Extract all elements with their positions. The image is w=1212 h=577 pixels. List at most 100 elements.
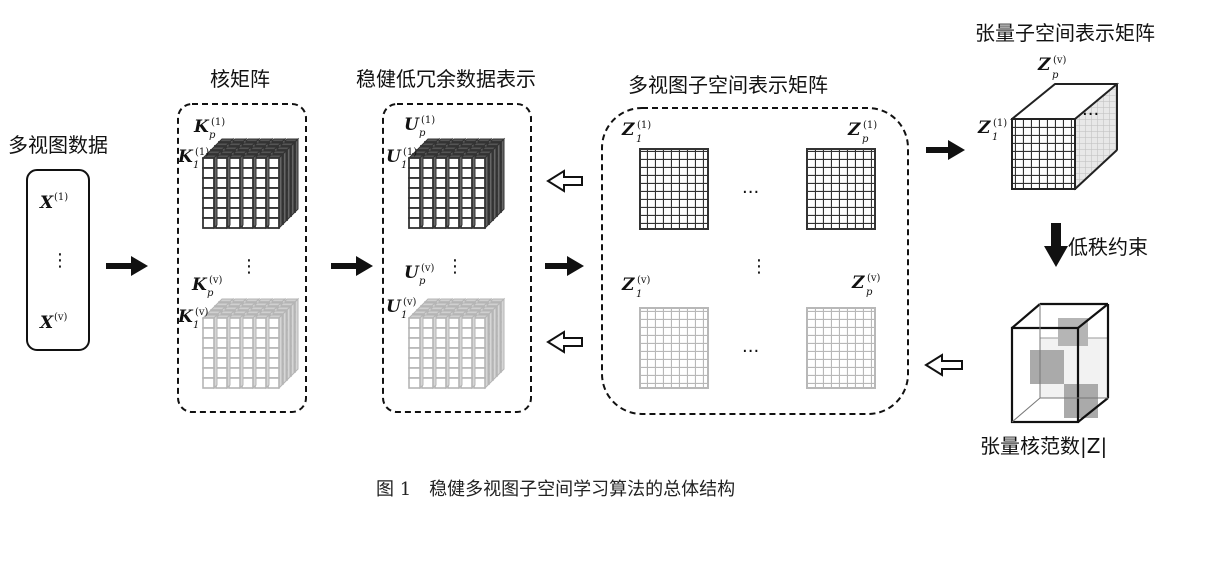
arrow-to-representation bbox=[331, 256, 373, 276]
svg-text:p: p bbox=[209, 130, 216, 141]
low-redundancy-label: 稳健低冗余数据表示 bbox=[356, 67, 536, 91]
svg-text:(v): (v) bbox=[1053, 55, 1067, 66]
svg-text:(1): (1) bbox=[403, 147, 417, 158]
tensor-norm-label: 张量核范数|Z| bbox=[980, 434, 1107, 458]
k11-symbol: K (1) 1 bbox=[177, 147, 209, 171]
zv1-matrix bbox=[639, 307, 709, 389]
hollow-arrow-back-top bbox=[546, 169, 583, 193]
low-rank-label: 低秩约束 bbox=[1068, 235, 1148, 259]
svg-text:(1): (1) bbox=[211, 117, 225, 128]
svg-text:U: U bbox=[404, 263, 420, 283]
input-data-label: 多视图数据 bbox=[8, 133, 108, 157]
norm-cube bbox=[1010, 302, 1110, 424]
svg-text:1: 1 bbox=[992, 132, 998, 143]
representation-stack-light bbox=[407, 297, 506, 390]
svg-text:(v): (v) bbox=[195, 307, 209, 318]
svg-text:(1): (1) bbox=[637, 120, 651, 131]
svg-text:p: p bbox=[419, 276, 426, 287]
svg-text:(v): (v) bbox=[637, 275, 651, 286]
zvp-symbol: Z (v) p bbox=[851, 273, 881, 298]
svg-text:U: U bbox=[404, 115, 420, 135]
svg-text:1: 1 bbox=[193, 320, 199, 331]
svg-text:(v): (v) bbox=[209, 275, 223, 286]
z1p-symbol: Z (1) p bbox=[847, 120, 877, 145]
low-redundancy-box bbox=[382, 103, 532, 413]
x1-symbol: X (1) bbox=[39, 192, 68, 213]
svg-text:Z: Z bbox=[621, 120, 635, 140]
tensor-matrix-label: 张量子空间表示矩阵 bbox=[975, 21, 1155, 45]
arrow-to-kernel bbox=[106, 256, 148, 276]
svg-text:p: p bbox=[1052, 70, 1059, 81]
input-vdots: ⋮ bbox=[51, 250, 69, 271]
svg-text:p: p bbox=[207, 288, 214, 299]
svg-text:K: K bbox=[177, 147, 194, 167]
zvp-matrix bbox=[806, 307, 876, 389]
svg-text:Z: Z bbox=[621, 275, 635, 295]
svg-text:K: K bbox=[191, 275, 208, 295]
subspace-matrix-label: 多视图子空间表示矩阵 bbox=[628, 73, 828, 97]
svg-text:1: 1 bbox=[401, 310, 407, 321]
subspace-hdots-top: ··· bbox=[742, 182, 759, 203]
svg-text:U: U bbox=[386, 147, 402, 167]
z1p-matrix bbox=[806, 148, 876, 230]
u11-symbol: U (1) 1 bbox=[386, 147, 417, 171]
figure-caption: 图 1 稳健多视图子空间学习算法的总体结构 bbox=[376, 479, 735, 500]
svg-text:(1): (1) bbox=[195, 147, 209, 158]
svg-text:(1): (1) bbox=[993, 118, 1007, 129]
hollow-arrow-from-norm bbox=[924, 353, 963, 377]
kv1-symbol: K (v) 1 bbox=[177, 307, 209, 331]
xv-symbol: X (v) bbox=[39, 312, 68, 333]
representation-vdots: ⋮ bbox=[446, 256, 464, 277]
z11-symbol: Z (1) 1 bbox=[621, 120, 651, 145]
kernel-stack-light bbox=[201, 297, 300, 390]
subspace-matrix-box bbox=[601, 107, 909, 415]
hollow-arrow-back-bottom bbox=[546, 330, 583, 354]
svg-text:(1): (1) bbox=[54, 192, 68, 203]
arrow-to-tensor bbox=[926, 140, 965, 160]
z11-matrix bbox=[639, 148, 709, 230]
arrow-low-rank bbox=[1044, 223, 1068, 267]
zv1-symbol: Z (v) 1 bbox=[621, 275, 651, 300]
svg-text:(1): (1) bbox=[863, 120, 877, 131]
svg-text:(v): (v) bbox=[421, 263, 435, 274]
kernel-matrix-label: 核矩阵 bbox=[210, 67, 270, 91]
svg-text:Z: Z bbox=[851, 273, 865, 293]
svg-text:K: K bbox=[193, 117, 210, 137]
arrow-to-subspace bbox=[545, 256, 584, 276]
tensor-cube bbox=[1009, 82, 1120, 191]
svg-text:1: 1 bbox=[636, 289, 642, 300]
svg-text:p: p bbox=[866, 287, 873, 298]
uvp-symbol: U (v) p bbox=[404, 263, 435, 287]
svg-text:Z: Z bbox=[977, 118, 991, 138]
input-data-box bbox=[26, 169, 90, 351]
u1p-symbol: U (1) p bbox=[404, 115, 435, 139]
svg-text:1: 1 bbox=[636, 134, 642, 145]
svg-text:p: p bbox=[862, 134, 869, 145]
kernel-matrix-box bbox=[177, 103, 307, 413]
svg-text:(v): (v) bbox=[403, 297, 417, 308]
kernel-stack-dark bbox=[201, 137, 300, 230]
svg-text:p: p bbox=[419, 128, 426, 139]
svg-text:(v): (v) bbox=[54, 312, 68, 323]
kernel-vdots: ⋮ bbox=[240, 256, 258, 277]
subspace-hdots-bottom: ··· bbox=[742, 341, 759, 362]
svg-text:U: U bbox=[386, 297, 402, 317]
svg-text:K: K bbox=[177, 307, 194, 327]
uv1-symbol: U (v) 1 bbox=[386, 297, 417, 321]
kvp-symbol: K (v) p bbox=[191, 275, 223, 299]
svg-text:Z: Z bbox=[847, 120, 861, 140]
z1-tensor-symbol: Z (1) 1 bbox=[977, 118, 1007, 143]
svg-text:X: X bbox=[39, 313, 54, 333]
svg-text:Z: Z bbox=[1037, 55, 1051, 75]
zp-tensor-symbol: Z (v) p bbox=[1037, 55, 1067, 81]
svg-text:1: 1 bbox=[193, 160, 199, 171]
representation-stack-dark bbox=[407, 137, 506, 230]
svg-text:(v): (v) bbox=[867, 273, 881, 284]
svg-text:X: X bbox=[39, 193, 54, 213]
subspace-vdots: ⋮ bbox=[750, 256, 768, 277]
k1p-symbol: K (1) p bbox=[193, 117, 225, 141]
tensor-dots: ··· bbox=[1082, 104, 1099, 125]
svg-text:(1): (1) bbox=[421, 115, 435, 126]
svg-text:1: 1 bbox=[401, 160, 407, 171]
